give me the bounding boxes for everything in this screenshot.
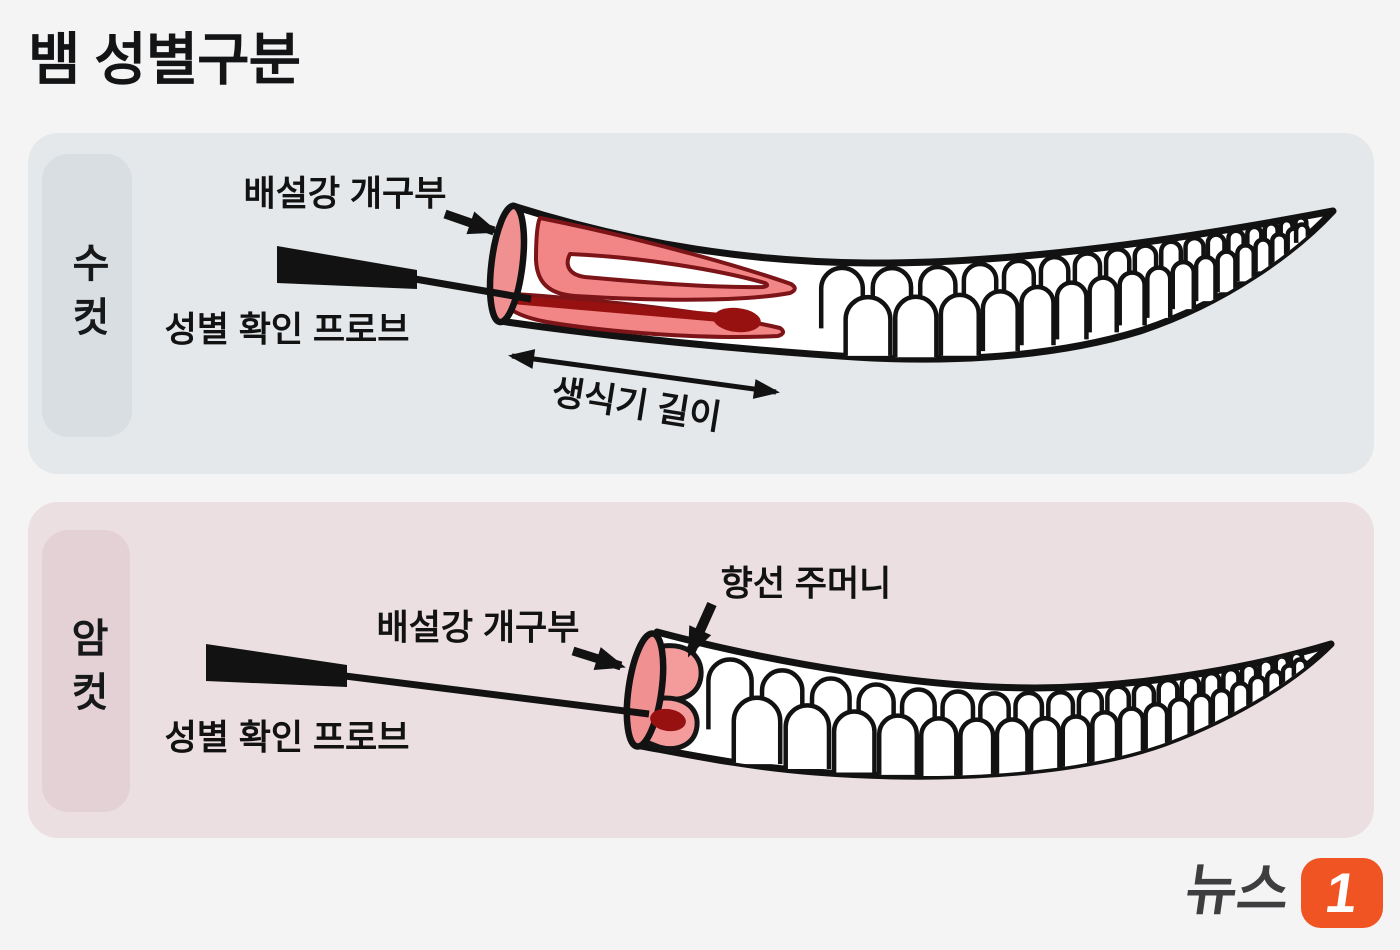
scale (1170, 260, 1197, 310)
genital-length-arrow-icon (508, 349, 780, 399)
scale (843, 294, 893, 356)
female-scale-pattern (706, 650, 1309, 776)
male-probe-label: 성별 확인 프로브 (164, 310, 410, 350)
scale (1167, 697, 1192, 744)
female-probe-tip-depth (650, 708, 686, 732)
female-side-badge: 암컷 (42, 530, 130, 812)
scale (938, 292, 981, 356)
male-snake (277, 202, 1337, 399)
scent-gland-arrow-icon (685, 601, 717, 658)
female-probe-label: 성별 확인 프로브 (164, 718, 410, 758)
scale (831, 709, 877, 773)
scale (876, 713, 920, 775)
logo-one-box: 1 (1301, 858, 1383, 928)
male-scale-pattern (818, 215, 1311, 358)
scale (1143, 702, 1170, 752)
male-hemipenis-loop (534, 216, 797, 302)
scale (731, 695, 783, 765)
scale (994, 717, 1030, 775)
scale (1019, 285, 1056, 346)
scale (1028, 716, 1062, 772)
male-probe-rod (414, 275, 532, 303)
scale (958, 717, 996, 776)
scale (1060, 714, 1092, 769)
male-probe-tip-depth (713, 307, 761, 333)
male-cloaca-label: 배설강 개구부 (243, 174, 447, 214)
logo-brand-text: 뉴스 (1181, 858, 1294, 921)
scale (1145, 265, 1173, 318)
male-side-badge: 수컷 (42, 154, 132, 437)
scale (1090, 710, 1120, 764)
page-title: 뱀 성별구분 (28, 28, 301, 92)
scale (980, 289, 1020, 352)
female-snake (206, 601, 1335, 780)
scent-gland-label: 향선 주머니 (720, 564, 892, 604)
scale (1235, 243, 1257, 282)
scale (1117, 706, 1146, 758)
scale (1215, 249, 1238, 293)
scale (893, 294, 939, 358)
logo-one-digit: 1 (1322, 861, 1363, 924)
male-side-label: 수컷 (65, 241, 109, 350)
scale (1087, 275, 1119, 333)
scale (1117, 270, 1147, 326)
scale (783, 703, 832, 769)
scale (918, 716, 959, 776)
female-cloaca-arrow-icon (571, 646, 626, 671)
female-probe-rod (344, 672, 650, 718)
male-cloaca-arrow-icon (443, 209, 499, 236)
scale (1193, 254, 1218, 302)
male-probe-inserted-track (513, 295, 720, 322)
scale (1054, 280, 1089, 340)
male-probe-handle (277, 246, 417, 289)
female-probe-handle (206, 644, 347, 687)
female-cloaca-label: 배설강 개구부 (376, 608, 580, 648)
female-side-label: 암컷 (64, 617, 108, 725)
